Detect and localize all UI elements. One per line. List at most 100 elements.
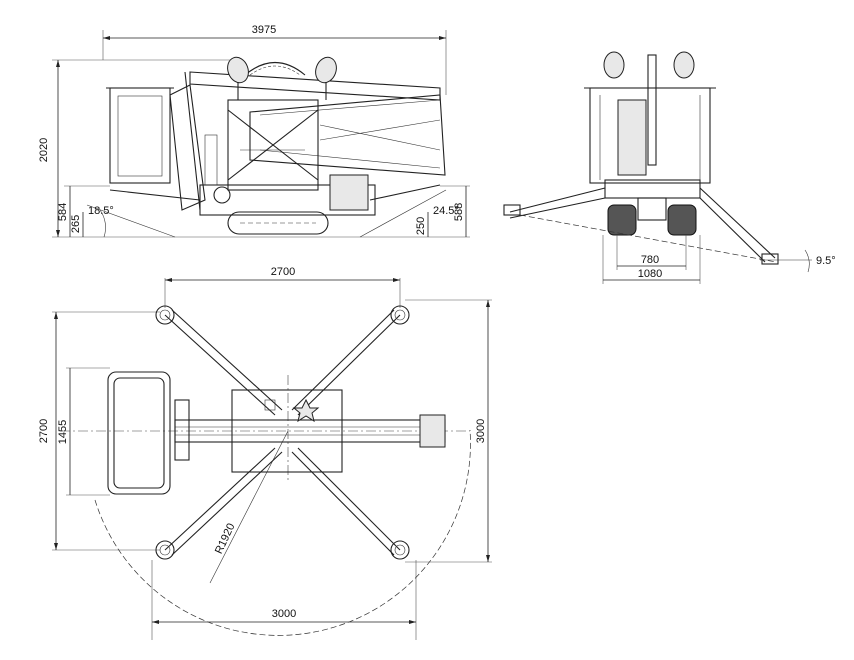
front-view: 9.5° 780 1080	[503, 51, 836, 284]
top-basket	[107, 371, 171, 495]
front-mast	[617, 99, 647, 176]
radius-line	[209, 430, 289, 584]
front-mirror-left	[603, 51, 625, 79]
top-pad-nw	[155, 305, 175, 325]
arrow	[393, 278, 400, 282]
side-engine	[329, 174, 369, 211]
side-basket-panel	[117, 95, 163, 177]
top-view: 2700 2700 1455 3000 3000 R1920	[38, 266, 492, 640]
top-chassis	[231, 389, 343, 473]
chain-carrier	[244, 62, 306, 76]
front-foot-left	[503, 204, 521, 216]
dim-label-angle-left: 18.5°	[88, 205, 114, 217]
top-leg-ne	[297, 314, 401, 416]
front-track-left	[607, 204, 637, 236]
arrow	[439, 36, 446, 40]
top-leg-ne-b	[291, 309, 395, 411]
top-pad-sw-inner	[159, 544, 171, 556]
arrow	[56, 60, 60, 67]
front-outrigger-right	[699, 187, 776, 259]
top-pad-ne-inner	[394, 309, 406, 321]
angle-line-right	[359, 189, 447, 238]
front-foot-right	[761, 253, 779, 265]
top-leg-nw	[164, 314, 276, 416]
arrow	[103, 36, 110, 40]
scissor	[227, 109, 319, 181]
arrow	[486, 555, 490, 562]
top-basket-inner	[113, 377, 165, 489]
dim-label-left-2700: 2700	[38, 419, 50, 443]
top-leg-sw	[164, 447, 276, 551]
front-basket	[589, 87, 711, 184]
top-pad-ne	[390, 305, 410, 325]
side-upper-boom	[189, 71, 441, 101]
boom-detail	[319, 124, 441, 151]
side-jib	[169, 84, 206, 211]
outrigger-right	[369, 184, 441, 201]
top-pad-sw	[155, 540, 175, 560]
arrow	[54, 543, 58, 550]
side-wheel	[213, 186, 231, 204]
angle-line-left	[86, 204, 176, 238]
front-column	[647, 54, 657, 166]
dim-label-right-3000: 3000	[475, 419, 487, 443]
front-outrigger-right-b	[699, 197, 766, 263]
angle-arc-left	[99, 209, 106, 238]
arrow	[165, 278, 172, 282]
arrow	[152, 620, 159, 624]
mirror-right	[315, 56, 337, 84]
dim-label-588: 588	[453, 203, 465, 221]
slewing-radius-arc	[94, 429, 471, 636]
boom-detail	[259, 149, 441, 169]
top-leg-se-b	[291, 451, 395, 556]
side-jib-rod	[184, 71, 201, 211]
top-leg-se	[297, 447, 401, 551]
top-pad-se	[390, 540, 410, 560]
front-outrigger-left	[509, 187, 606, 213]
front-outrigger-left-b	[509, 197, 606, 219]
dim-label-584: 584	[57, 203, 69, 221]
dim-label-front-angle: 9.5°	[816, 255, 836, 267]
dim-label-1455: 1455	[57, 420, 69, 444]
front-angle-arc	[804, 249, 810, 273]
outrigger-left	[109, 189, 201, 201]
boom-detail	[319, 119, 441, 141]
top-pad-se-inner	[394, 544, 406, 556]
chain-links	[249, 65, 301, 76]
front-track-right	[667, 204, 697, 236]
dim-label-radius: R1920	[213, 522, 238, 556]
top-jib	[174, 399, 190, 461]
top-turntable-hub	[292, 398, 320, 423]
arrow	[409, 620, 416, 624]
side-main-boom	[249, 94, 446, 176]
dim-label-side-length: 3975	[252, 24, 276, 36]
top-boom-head	[419, 414, 446, 448]
side-view: 3975 2020 584 265 18.5° 24.5° 588 250	[38, 24, 470, 238]
dim-label-side-height: 2020	[38, 138, 50, 162]
dim-label-bottom-3000: 3000	[272, 608, 296, 620]
boom-detail	[259, 99, 441, 116]
side-basket	[109, 87, 171, 184]
arrow	[54, 312, 58, 319]
dim-label-1080: 1080	[638, 268, 662, 280]
dim-label-angle-right: 24.5°	[433, 205, 459, 217]
dim-label-top-2700: 2700	[271, 266, 295, 278]
top-fitting	[264, 399, 276, 411]
mirror-left	[227, 56, 249, 84]
top-leg-nw-b	[171, 309, 283, 411]
top-leg-sw-b	[171, 451, 283, 556]
front-ground-reference	[519, 214, 777, 263]
arrow	[56, 230, 60, 237]
dim-label-780: 780	[641, 254, 659, 266]
side-track	[227, 211, 329, 235]
front-mirror-right	[673, 51, 695, 79]
dim-label-250: 250	[415, 217, 427, 235]
side-mast	[227, 99, 319, 191]
top-pad-nw-inner	[159, 309, 171, 321]
dim-label-265: 265	[70, 215, 82, 233]
side-panel	[204, 134, 218, 186]
arrow	[486, 300, 490, 307]
front-axle	[637, 197, 667, 221]
